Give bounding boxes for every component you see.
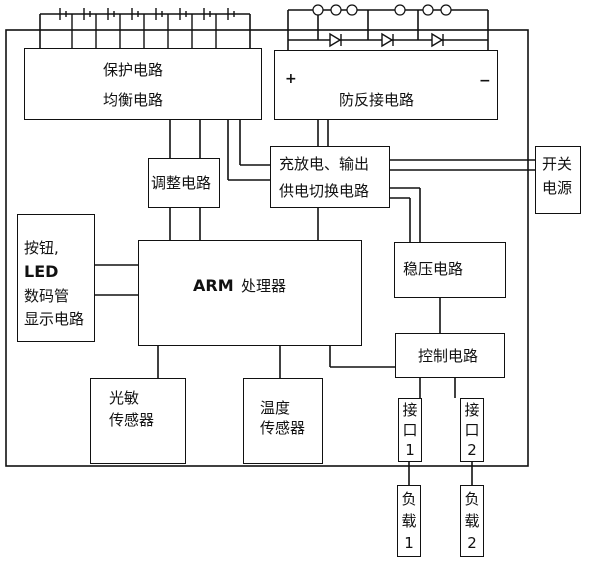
- buttons-line4: 显示电路: [24, 310, 85, 328]
- regulator-label: 稳压电路: [403, 260, 464, 278]
- buttons-line2: LED: [24, 262, 59, 281]
- temp-sensor-line2: 传感器: [260, 419, 306, 437]
- switch-power-line2: 电源: [542, 179, 573, 197]
- protect-label: 保护电路: [103, 61, 164, 79]
- adjust-block: 调整电路: [148, 158, 220, 208]
- control-label: 控制电路: [418, 347, 479, 365]
- load-1-char2: 载: [401, 512, 417, 530]
- load-2-char2: 载: [464, 512, 480, 530]
- load-2-char3: 2: [467, 534, 477, 552]
- light-sensor-line2: 传感器: [109, 411, 155, 429]
- balance-label: 均衡电路: [103, 91, 164, 109]
- control-block: 控制电路: [395, 333, 505, 378]
- load-2-char1: 负: [464, 490, 480, 508]
- charge-switch-block: 充放电、输出 供电切换电路: [270, 146, 390, 208]
- charge-switch-line1: 充放电、输出: [279, 155, 370, 173]
- anti-reverse-block: 防反接电路: [274, 50, 498, 120]
- battery-cells: [39, 14, 251, 48]
- processor-label: 处理器: [241, 277, 287, 295]
- load-1-block: 负 载 1: [397, 485, 421, 557]
- supercap-icons: [312, 4, 452, 16]
- buttons-line1: 按钮,: [24, 239, 59, 257]
- plus-sign: +: [285, 71, 297, 87]
- outer-frame: [5, 29, 529, 467]
- light-sensor-block: 光敏 传感器: [90, 378, 186, 464]
- load-1-char1: 负: [401, 490, 417, 508]
- protect-balance-block: 保护电路 均衡电路: [24, 48, 262, 120]
- switch-power-block: 开关 电源: [535, 146, 581, 214]
- button-led-display-block: 按钮, LED 数码管 显示电路: [17, 214, 95, 342]
- load-2-block: 负 载 2: [460, 485, 484, 557]
- port-1-char1: 接: [402, 401, 418, 419]
- charge-switch-line2: 供电切换电路: [279, 182, 370, 200]
- port-1-char3: 1: [405, 441, 415, 459]
- port-1-block: 接 口 1: [398, 398, 422, 462]
- port-2-char1: 接: [464, 401, 480, 419]
- battery-cell-icons: [59, 8, 235, 48]
- arm-processor-block: ARM 处理器: [138, 240, 362, 346]
- port-1-char2: 口: [402, 421, 418, 439]
- temp-sensor-line1: 温度: [260, 399, 291, 417]
- regulator-block: 稳压电路: [394, 242, 506, 298]
- light-sensor-line1: 光敏: [109, 389, 140, 407]
- buttons-line3: 数码管: [24, 287, 70, 305]
- switch-power-line1: 开关: [542, 155, 573, 173]
- temp-sensor-block: 温度 传感器: [243, 378, 323, 464]
- load-1-char3: 1: [404, 534, 414, 552]
- port-2-char2: 口: [464, 421, 480, 439]
- diode-icons: [329, 32, 444, 48]
- minus-sign: −: [479, 73, 491, 89]
- anti-reverse-label: 防反接电路: [339, 91, 415, 109]
- port-2-char3: 2: [467, 441, 477, 459]
- adjust-label: 调整电路: [151, 174, 212, 192]
- arm-label: ARM: [193, 276, 234, 295]
- port-2-block: 接 口 2: [460, 398, 484, 462]
